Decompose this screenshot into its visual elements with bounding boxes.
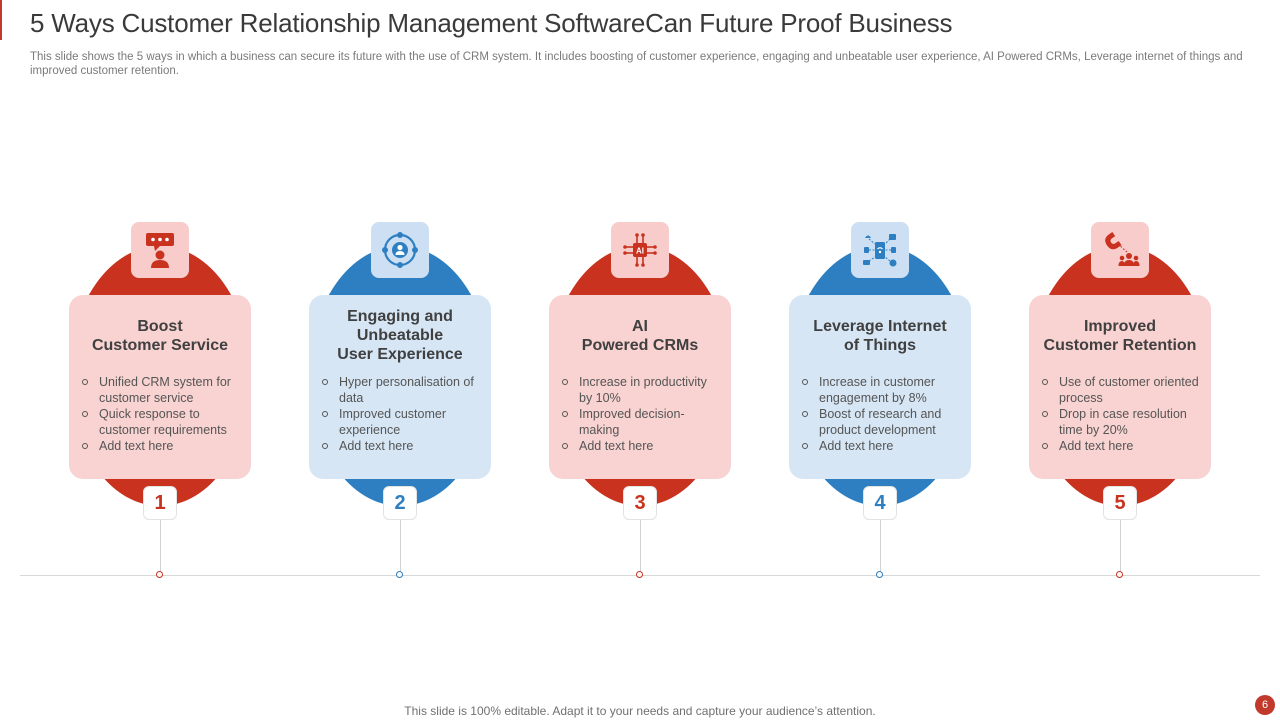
timeline-connector (640, 520, 641, 572)
step-card-3: AI AI Powered CRMs Increase in productiv… (549, 222, 731, 582)
card-body (309, 295, 491, 479)
card-body (549, 295, 731, 479)
step-number: 2 (383, 486, 417, 520)
card-heading: AI Powered CRMs (581, 318, 699, 354)
bullet-item: Add text here (1041, 438, 1201, 454)
page-number-badge: 6 (1255, 695, 1275, 715)
step-card-2: Engaging and Unbeatable User Experience … (309, 222, 491, 582)
card-bullet-list: Unified CRM system for customer service … (81, 374, 241, 454)
card-bullet-list: Hyper personalisation of data Improved c… (321, 374, 481, 454)
card-body (1029, 295, 1211, 479)
bullet-item: Hyper personalisation of data (321, 374, 481, 406)
timeline-connector (400, 520, 401, 572)
customer-service-chat-icon (131, 222, 189, 278)
step-number: 3 (623, 486, 657, 520)
bullet-item: Drop in case resolution time by 20% (1041, 406, 1201, 438)
timeline-dot (1116, 571, 1123, 578)
step-number: 1 (143, 486, 177, 520)
slide-subtitle: This slide shows the 5 ways in which a b… (30, 51, 1243, 77)
bullet-item: Improved decision-making (561, 406, 721, 438)
card-heading: Leverage Internet of Things (813, 318, 947, 354)
ai-chip-icon: AI (611, 222, 669, 278)
bullet-item: Add text here (561, 438, 721, 454)
bullet-item: Add text here (81, 438, 241, 454)
customer-magnet-icon (1091, 222, 1149, 278)
slide-title: 5 Ways Customer Relationship Management … (30, 8, 953, 38)
bullet-item: Increase in productivity by 10% (561, 374, 721, 406)
bullet-item: Unified CRM system for customer service (81, 374, 241, 406)
card-body (69, 295, 251, 479)
step-number: 4 (863, 486, 897, 520)
card-heading: Improved Customer Retention (1043, 318, 1197, 354)
bullet-item: Quick response to customer requirements (81, 406, 241, 438)
step-card-5: Improved Customer Retention Use of custo… (1029, 222, 1211, 582)
timeline-dot (156, 571, 163, 578)
timeline-connector (1120, 520, 1121, 572)
card-bullet-list: Increase in productivity by 10% Improved… (561, 374, 721, 454)
bullet-item: Boost of research and product developmen… (801, 406, 961, 438)
timeline-dot (876, 571, 883, 578)
card-bullet-list: Increase in customer engagement by 8% Bo… (801, 374, 961, 454)
svg-text:AI: AI (636, 247, 644, 256)
timeline-dot (396, 571, 403, 578)
user-network-icon (371, 222, 429, 278)
timeline-connector (880, 520, 881, 572)
title-accent-bar (0, 0, 2, 40)
bullet-item: Improved customer experience (321, 406, 481, 438)
iot-devices-icon (851, 222, 909, 278)
slide-footer: This slide is 100% editable. Adapt it to… (404, 704, 876, 718)
card-heading: Engaging and Unbeatable User Experience (337, 308, 463, 363)
bullet-item: Use of customer oriented process (1041, 374, 1201, 406)
bullet-item: Add text here (801, 438, 961, 454)
bullet-item: Increase in customer engagement by 8% (801, 374, 961, 406)
timeline-dot (636, 571, 643, 578)
card-heading: Boost Customer Service (91, 318, 229, 354)
step-number: 5 (1103, 486, 1137, 520)
bullet-item: Add text here (321, 438, 481, 454)
step-card-4: Leverage Internet of Things Increase in … (789, 222, 971, 582)
card-body (789, 295, 971, 479)
step-card-1: Boost Customer Service Unified CRM syste… (69, 222, 251, 582)
card-bullet-list: Use of customer oriented process Drop in… (1041, 374, 1201, 454)
timeline-connector (160, 520, 161, 572)
